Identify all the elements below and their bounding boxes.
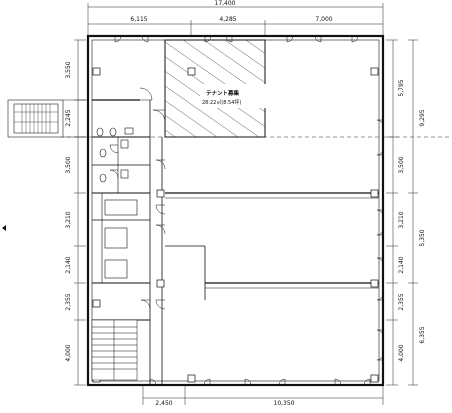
dim-right-inner-2: 3,500 [398,156,405,173]
dim-right-inner-5: 2,355 [398,293,405,310]
interior-stair [91,319,138,381]
marker-triangle [2,225,6,231]
tenant-space: テナント募集 28.22㎡(8.54坪) [164,39,266,138]
dim-right-inner-6: 4,000 [398,344,405,361]
tenant-title: テナント募集 [206,89,240,97]
dim-right-outer-3: 6,355 [419,326,426,343]
dimension-labels: 17,400 6,115 4,285 7,000 2,450 10,350 3,… [65,0,426,407]
dim-left-1: 3,550 [65,61,72,78]
dim-right-inner-1: 5,795 [398,79,405,96]
dim-top-overall: 17,400 [215,0,236,7]
dim-top-seg2: 4,285 [219,16,236,23]
dim-left-4: 3,210 [65,211,72,228]
dim-right-inner-3: 3,210 [398,211,405,228]
dim-bottom-seg1: 2,450 [155,400,172,407]
dim-left-5: 2,140 [65,256,72,273]
dim-left-6: 2,355 [65,293,72,310]
windows [109,35,384,386]
dim-top-seg1: 6,115 [130,16,147,23]
tenant-area: 28.22㎡(8.54坪) [202,99,241,106]
dim-right-outer-2: 5,350 [419,229,426,246]
exterior-stair [7,99,88,138]
interior-walls [92,99,379,385]
dim-top-seg3: 7,000 [315,16,332,23]
restroom-fixtures [96,127,138,279]
dim-right-inner-4: 2,140 [398,256,405,273]
dim-bottom-seg2: 10,350 [274,400,295,407]
dim-left-3: 3,500 [65,156,72,173]
dim-left-2: 2,245 [65,109,72,126]
dim-left-7: 4,000 [65,344,72,361]
dim-right-outer-1: 9,295 [419,109,426,126]
